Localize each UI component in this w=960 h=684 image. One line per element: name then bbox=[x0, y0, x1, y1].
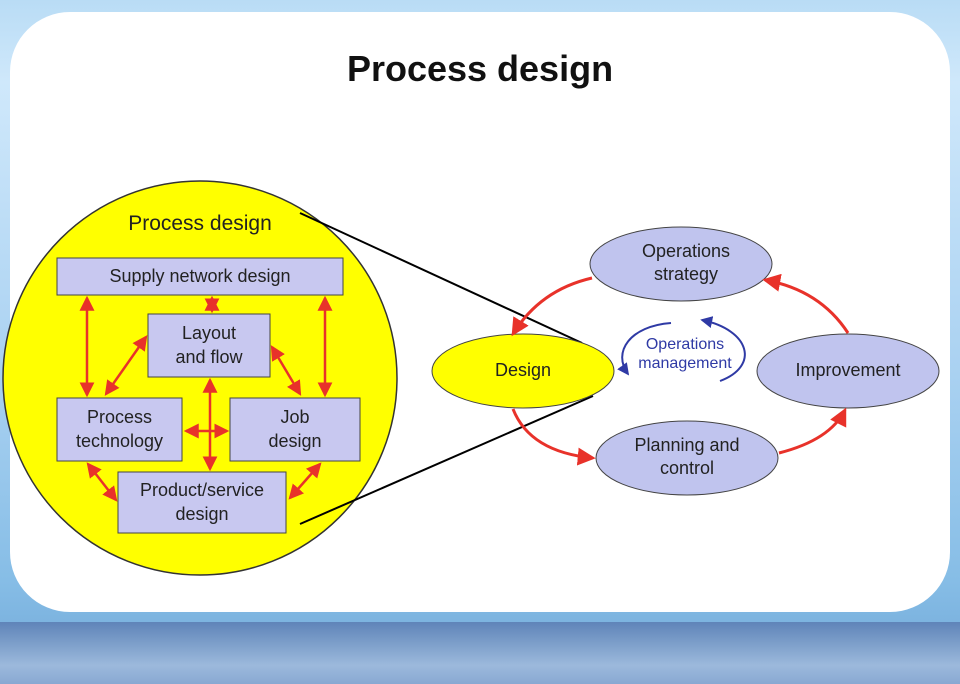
layout-box bbox=[147, 313, 271, 378]
arrow-design-to-planning bbox=[511, 408, 596, 466]
background-band bbox=[0, 622, 960, 684]
om-arrow-left bbox=[617, 322, 672, 376]
operations-strategy-ellipse bbox=[589, 226, 773, 302]
om-cycle-arrows bbox=[617, 316, 746, 382]
arrow-layout-technology bbox=[104, 335, 148, 396]
arrow-layout-job bbox=[270, 345, 302, 396]
zoom-line-top bbox=[299, 212, 583, 344]
arrow-planning-to-improvement bbox=[778, 407, 847, 455]
internal-arrows bbox=[79, 295, 333, 502]
arrow-technology-product bbox=[86, 462, 118, 502]
arrow-strategy-to-design bbox=[511, 276, 593, 337]
zoom-line-bottom bbox=[299, 395, 594, 525]
process-technology-box bbox=[56, 397, 183, 462]
cycle-arrows bbox=[511, 273, 850, 466]
om-arrow-right bbox=[700, 316, 746, 382]
arrow-job-product bbox=[288, 462, 322, 500]
arrow-improvement-to-strategy bbox=[762, 273, 850, 334]
product-service-box bbox=[117, 471, 287, 534]
planning-control-ellipse bbox=[595, 420, 779, 496]
improvement-ellipse bbox=[756, 333, 940, 409]
job-design-box bbox=[229, 397, 361, 462]
page-title: Process design bbox=[346, 48, 614, 89]
design-ellipse bbox=[431, 333, 615, 409]
supply-network-box bbox=[56, 257, 344, 296]
